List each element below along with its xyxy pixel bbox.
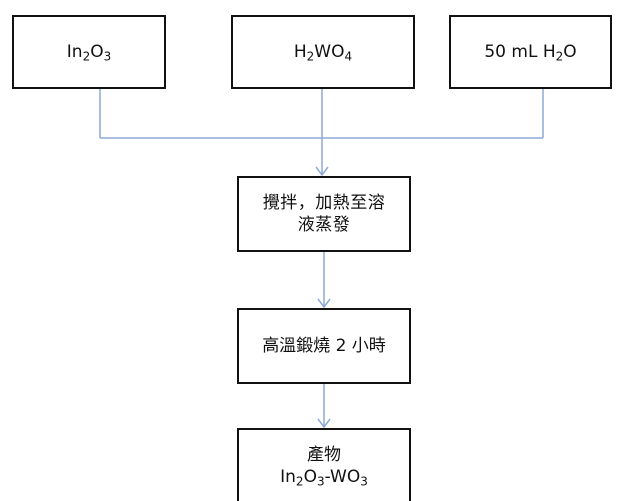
step-box-calcine: 高溫鍛燒 2 小時 (237, 308, 411, 384)
arrow-to-calcine (317, 298, 331, 309)
reactant-box-in2o3: In2O3 (12, 15, 166, 89)
product-label: 產物 (307, 444, 341, 465)
product-formula: In2O3-WO3 (280, 466, 368, 488)
step-stir-line-2: 液蒸發 (297, 215, 351, 235)
arrow-to-stir (315, 166, 329, 177)
reactant-label-water: 50 mL H2O (484, 42, 577, 64)
step-box-product: 產物 In2O3-WO3 (237, 428, 411, 501)
connectors (99, 89, 544, 429)
arrow-to-product (317, 418, 331, 429)
step-calcine-label: 高溫鍛燒 2 小時 (262, 336, 386, 356)
reactant-box-water: 50 mL H2O (449, 15, 612, 89)
reactant-box-h2wo4: H2WO4 (231, 15, 415, 89)
reactant-label-h2wo4: H2WO4 (293, 42, 353, 64)
step-stir-line-1: 攪拌，加熱至溶 (262, 193, 386, 213)
step-box-stir-heat: 攪拌，加熱至溶 液蒸發 (237, 176, 411, 252)
reactant-label-in2o3: In2O3 (66, 42, 112, 64)
